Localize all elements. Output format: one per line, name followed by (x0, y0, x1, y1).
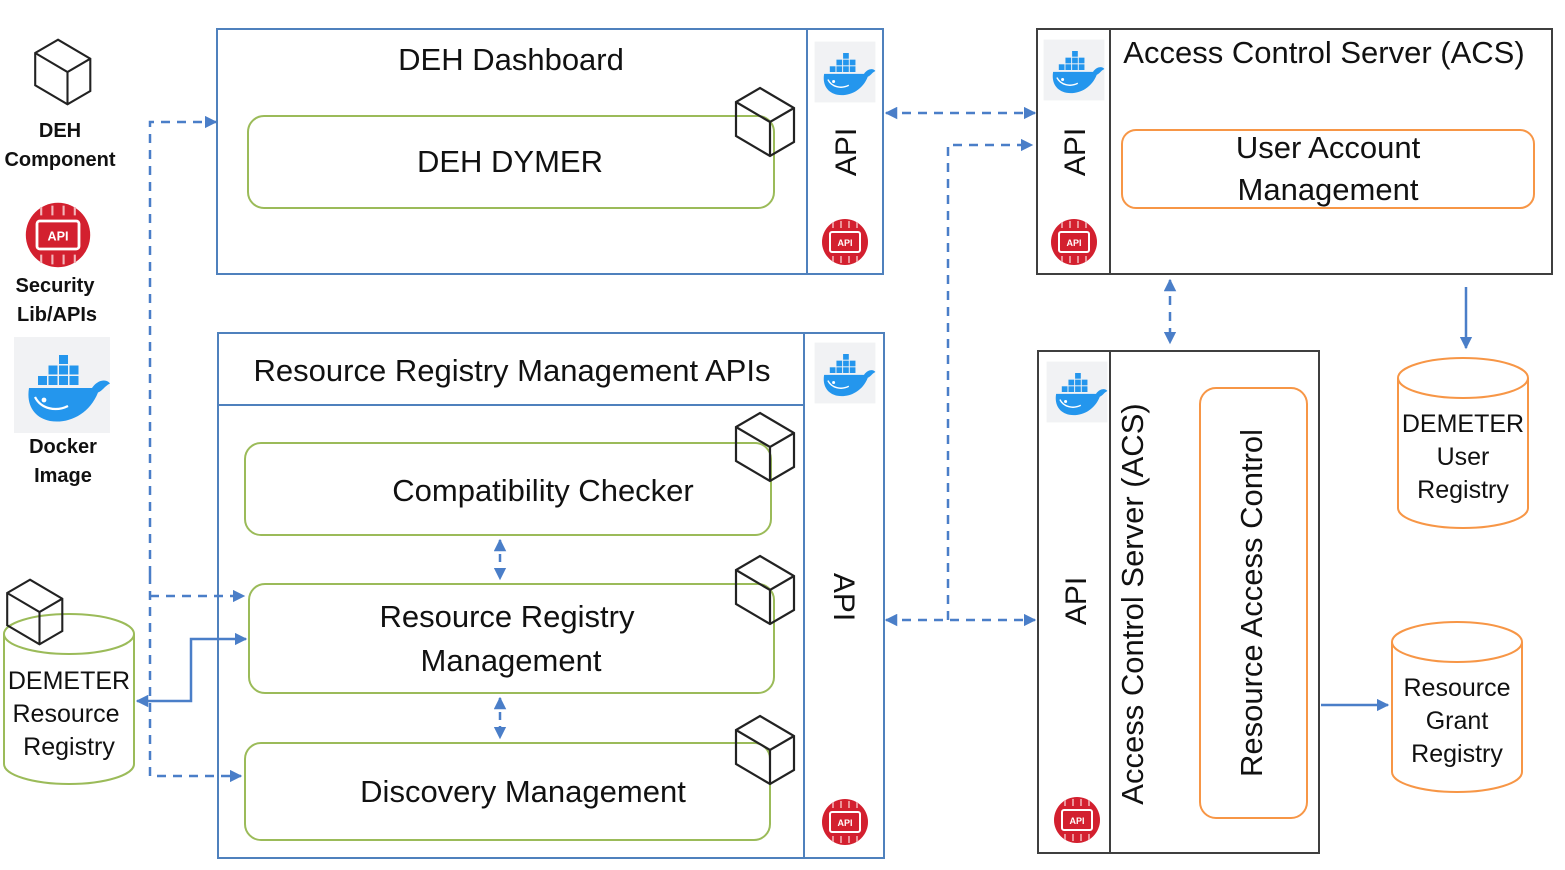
api-badge-icon: API (1050, 218, 1098, 266)
resource-grant-registry-db: Resource Grant Registry (1391, 621, 1523, 793)
db-to-dashboard-arrow (148, 115, 218, 575)
legend-security-label-2: Lib/APIs (17, 304, 97, 326)
rrm-title: Resource Registry Management APIs (254, 353, 771, 388)
db-rg-label-1: Resource (1404, 674, 1511, 702)
acs-bottom-title: Access Control Server (ACS) (1115, 403, 1150, 804)
acs-bottom-api-label: API (1060, 577, 1093, 625)
svg-text:API: API (1066, 238, 1081, 248)
rrm-label-2: Management (421, 643, 602, 678)
api-badge-icon: API (821, 218, 869, 266)
cube-icon (734, 554, 796, 626)
db-registry-solid-arrow (135, 632, 248, 708)
legend: DEH Component API Security Lib/APIs Dock… (4, 38, 116, 487)
db-ur-label-2: User (1437, 443, 1490, 471)
docker-icon (1045, 360, 1109, 424)
compatibility-checker-label: Compatibility Checker (392, 473, 694, 508)
cube-icon (734, 714, 796, 786)
docker-icon (1042, 38, 1106, 102)
db-rr-label-3: Registry (23, 733, 115, 761)
acs-top-box: Access Control Server (ACS) User Account… (1036, 28, 1553, 275)
api-badge-icon: API (821, 798, 869, 846)
docker-icon (12, 335, 112, 435)
docker-icon (813, 40, 877, 104)
svg-text:API: API (837, 818, 852, 828)
rrm-api-label: API (827, 573, 860, 621)
db-rg-label-3: Registry (1411, 740, 1503, 768)
uam-label-1: User Account (1236, 130, 1421, 165)
uam-label-2: Management (1238, 172, 1419, 207)
legend-deh-label-2: Component (4, 149, 115, 171)
docker-icon (813, 341, 877, 405)
db-rg-label-2: Grant (1426, 707, 1489, 735)
svg-text:API: API (1069, 816, 1084, 826)
api-badge-icon: API (24, 201, 92, 269)
dashboard-api-label: API (830, 128, 863, 176)
cube-icon (734, 86, 796, 158)
resource-access-control-label: Resource Access Control (1234, 429, 1269, 777)
demeter-resource-registry-db: DEMETER Resource Registry (3, 578, 135, 785)
legend-docker-label-1: Docker (29, 436, 97, 458)
rrm-label-1: Resource Registry (380, 599, 635, 634)
db-ur-label-3: Registry (1417, 476, 1509, 504)
deh-dashboard-title: DEH Dashboard (398, 42, 624, 77)
connectors (135, 106, 1473, 783)
legend-docker-label-2: Image (34, 465, 92, 487)
db-ur-label-1: DEMETER (1402, 410, 1524, 438)
discovery-management-label: Discovery Management (360, 774, 686, 809)
db-to-discovery-arrow (148, 575, 243, 783)
acs-top-title: Access Control Server (ACS) (1123, 35, 1524, 70)
cube-icon (34, 38, 92, 106)
legend-security-label-1: Security (16, 275, 96, 297)
db-rr-label-2: Resource (13, 700, 120, 728)
deh-dashboard-box: DEH Dashboard DEH DYMER API API (216, 28, 884, 275)
rrm-apis-box: Resource Registry Management APIs Compat… (217, 332, 885, 859)
demeter-user-registry-db: DEMETER User Registry (1397, 357, 1529, 529)
api-badge-icon: API (1053, 796, 1101, 844)
acs-top-api-label: API (1059, 128, 1092, 176)
deh-dymer-label: DEH DYMER (417, 144, 603, 179)
db-rr-label-1: DEMETER (8, 667, 130, 695)
legend-deh-label-1: DEH (39, 120, 81, 142)
svg-text:API: API (837, 238, 852, 248)
rrm-acs-top-arrow (946, 138, 1034, 620)
api-badge-text: API (48, 230, 69, 244)
acs-bottom-box: API API Access Control Server (ACS) Reso… (1037, 350, 1320, 854)
